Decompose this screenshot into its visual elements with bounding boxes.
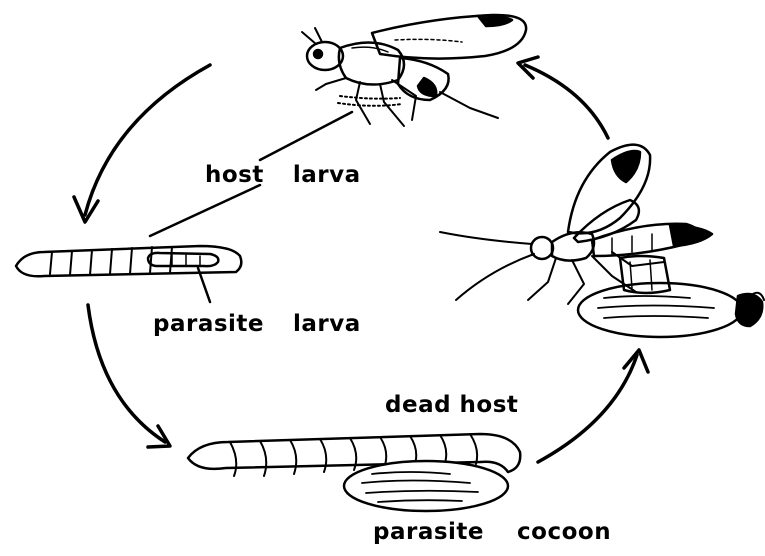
label-dead-host: dead host bbox=[385, 392, 518, 418]
cycle-arrow-bottom-right bbox=[538, 350, 648, 462]
label-host-larva: host larva bbox=[205, 162, 361, 188]
cycle-arrow-top-left bbox=[74, 65, 210, 222]
dead-host-and-cocoon-illustration bbox=[188, 434, 520, 511]
host-larva-with-parasite-illustration bbox=[16, 185, 260, 302]
adult-wasp-illustration bbox=[440, 145, 764, 337]
label-parasite-larva: parasite larva bbox=[153, 311, 361, 337]
cycle-arrow-top-right bbox=[518, 57, 608, 138]
label-parasite-cocoon: parasite cocoon bbox=[373, 519, 611, 545]
adult-fly-illustration bbox=[260, 15, 526, 160]
